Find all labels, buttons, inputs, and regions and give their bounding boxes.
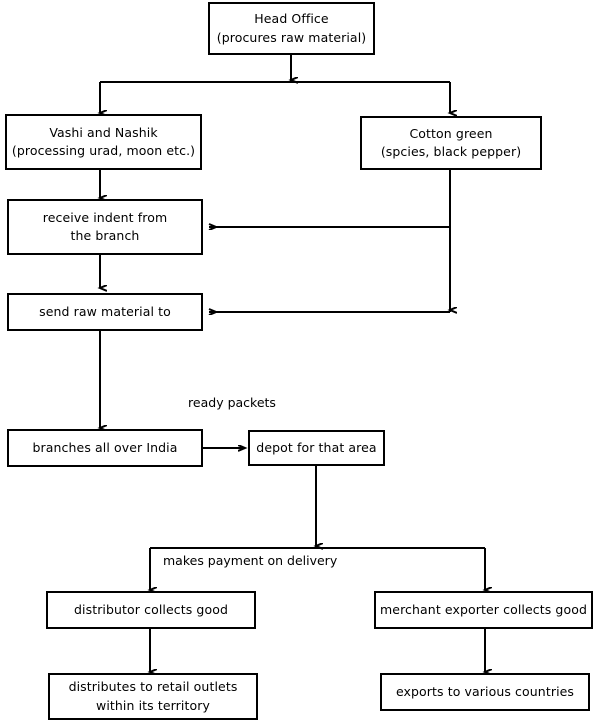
- edge-label-makes-payment-line2: on delivery: [267, 553, 338, 568]
- node-branches-india-line1: branches all over India: [32, 439, 178, 455]
- node-merchant-exporter-line1: merchant exporter collects good: [380, 601, 587, 617]
- node-distributor-collects-line1: distributor collects good: [73, 601, 229, 617]
- edge-label-makes-payment: makes payment on delivery: [163, 553, 337, 570]
- edge-label-ready-packets-line2: packets: [227, 395, 276, 410]
- node-cotton-green-line2: (spcies, black pepper): [380, 144, 522, 159]
- node-head-office-line1: Head Office: [254, 11, 329, 27]
- edge-label-makes-payment-line1: makes payment: [163, 553, 264, 568]
- node-distributes-retail-line2: within its territory: [96, 697, 210, 713]
- node-cotton-green[interactable]: Cotton green (spcies, black pepper): [360, 116, 542, 170]
- node-merchant-exporter[interactable]: merchant exporter collects good: [374, 591, 593, 629]
- node-exports-countries[interactable]: exports to various countries: [380, 673, 590, 711]
- node-distributor-collects[interactable]: distributor collects good: [46, 591, 256, 629]
- node-branches-india[interactable]: branches all over India: [7, 429, 203, 467]
- edge-label-ready-packets: ready packets: [182, 395, 282, 412]
- node-depot-area[interactable]: depot for that area: [248, 430, 385, 466]
- node-distributes-retail-line1: distributes to retail outlets: [68, 679, 238, 695]
- node-cotton-green-line1: Cotton green: [409, 125, 493, 141]
- node-vashi-nashik[interactable]: Vashi and Nashik (processing urad, moon …: [5, 114, 202, 170]
- node-send-raw-material-line1: send raw material to: [39, 303, 171, 319]
- node-receive-indent-line2: the branch: [70, 228, 140, 243]
- node-exports-countries-line1: exports to various countries: [395, 683, 575, 699]
- node-head-office[interactable]: Head Office (procures raw material): [208, 2, 375, 55]
- node-depot-area-line1: depot for that area: [256, 439, 377, 455]
- node-vashi-nashik-line2: (processing urad, moon etc.): [11, 143, 196, 158]
- edge-label-ready-packets-line1: ready: [188, 395, 224, 410]
- node-receive-indent[interactable]: receive indent from the branch: [7, 199, 203, 255]
- node-send-raw-material[interactable]: send raw material to: [7, 293, 203, 331]
- node-distributes-retail[interactable]: distributes to retail outlets within its…: [48, 673, 258, 720]
- node-receive-indent-line1: receive indent from: [42, 209, 168, 225]
- node-vashi-nashik-line1: Vashi and Nashik: [49, 124, 158, 140]
- node-head-office-line2: (procures raw material): [216, 29, 367, 45]
